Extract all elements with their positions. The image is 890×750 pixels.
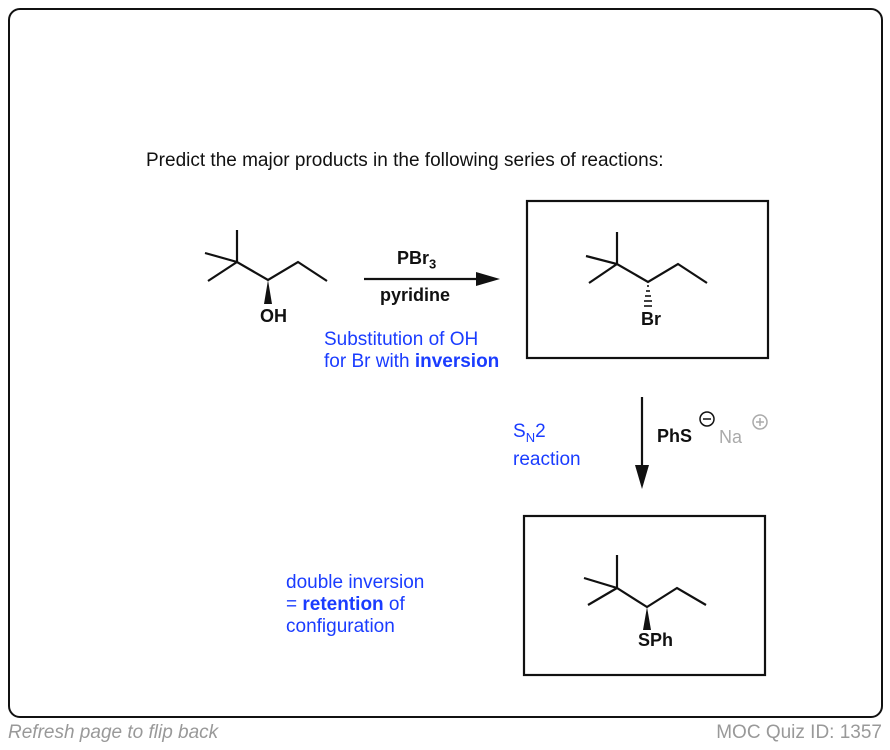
wedge-bond: [264, 280, 272, 304]
quiz-card[interactable]: [8, 8, 883, 718]
sn2-s: S: [513, 421, 526, 442]
conclusion-line1: double inversion: [286, 572, 425, 593]
starting-alcohol-skeleton: [204, 230, 328, 282]
reagent-pbr: PBr: [397, 248, 430, 268]
thioether-skeleton: [583, 555, 707, 609]
quiz-id: MOC Quiz ID: 1357: [716, 722, 882, 743]
conclusion-line2: = retention of: [286, 594, 424, 616]
hashed-bond: [644, 285, 652, 307]
question-text: Predict the major products in the follow…: [146, 150, 664, 171]
minus-charge-icon: [699, 411, 715, 427]
sph-label: SPh: [638, 630, 674, 650]
oh-label: OH: [260, 306, 287, 326]
note-inversion: inversion: [414, 351, 500, 372]
product-box-1: [525, 199, 770, 360]
step1-note: Substitution of OH for Br with inversion: [324, 329, 499, 373]
reagent-pbr3: PBr3: [397, 248, 436, 272]
c-pre: =: [286, 594, 303, 615]
subscript-3: 3: [429, 256, 437, 272]
wedge-bond-2: [643, 607, 651, 630]
product-box-2: [522, 514, 767, 677]
sn2-label: SN2: [513, 421, 581, 449]
note-line2: for Br with inversion: [324, 351, 499, 373]
conclusion-line3: configuration: [286, 616, 395, 637]
sn2-sub: N: [525, 429, 536, 445]
reagent-pyridine: pyridine: [380, 285, 451, 305]
note-line1: Substitution of OH: [324, 329, 479, 350]
counterion-na: Na: [719, 427, 743, 447]
note-line2-text: for Br with: [324, 351, 415, 372]
reagent-phs: PhS: [657, 426, 693, 446]
conclusion-note: double inversion = retention of configur…: [286, 572, 424, 638]
sn2-reaction: reaction: [513, 448, 581, 470]
c-retention: retention: [302, 594, 384, 615]
plus-charge-icon: [752, 414, 768, 430]
bromide-skeleton: [585, 232, 708, 284]
sn2-2: 2: [535, 421, 546, 442]
c-post: of: [383, 594, 405, 615]
br-label: Br: [641, 309, 662, 329]
refresh-hint: Refresh page to flip back: [8, 722, 219, 743]
sn2-note: SN2 reaction: [513, 421, 581, 471]
